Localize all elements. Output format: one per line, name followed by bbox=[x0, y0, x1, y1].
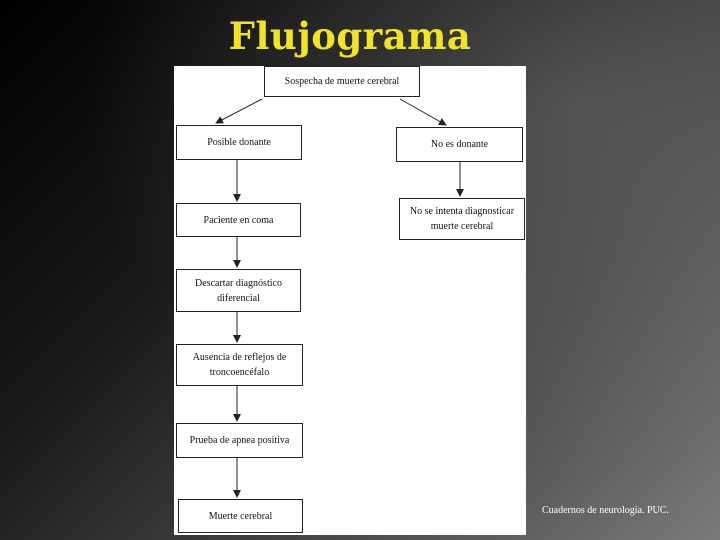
arrow-start-to-donor bbox=[215, 98, 263, 124]
node-not-donor: No es donante bbox=[396, 127, 523, 162]
node-brain-death: Muerte cerebral bbox=[178, 499, 303, 533]
node-absent-reflexes: Ausencia de reflejos de troncoencéfalo bbox=[176, 344, 303, 386]
node-patient-coma: Paciente en coma bbox=[176, 203, 301, 237]
source-caption: Cuadernos de neurología. PUC. bbox=[542, 505, 669, 516]
flowchart-panel: Sospecha de muerte cerebral Posible dona… bbox=[174, 66, 526, 535]
node-apnea-test: Prueba de apnea positiva bbox=[176, 423, 303, 458]
arrow-start-to-non-donor bbox=[399, 98, 447, 126]
slide-title: Flujograma bbox=[228, 14, 472, 58]
node-start: Sospecha de muerte cerebral bbox=[264, 66, 420, 97]
node-no-diagnosis: No se intenta diagnosticar muerte cerebr… bbox=[399, 198, 525, 240]
flowchart-connectors bbox=[215, 98, 464, 498]
node-possible-donor: Posible donante bbox=[176, 125, 302, 160]
node-differential-diagnosis: Descartar diagnóstico diferencial bbox=[176, 269, 301, 312]
